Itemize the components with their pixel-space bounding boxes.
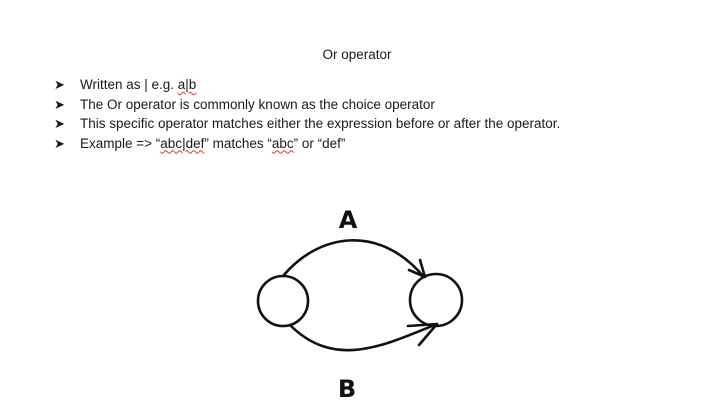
- transition-b-arrowhead: [406, 322, 439, 347]
- transition-a-label: A: [339, 206, 358, 234]
- start-state-circle: [256, 274, 310, 328]
- page-title: Or operator: [322, 47, 392, 62]
- arrowhead-bullet-icon: ➤: [54, 135, 65, 151]
- transition-b-label: B: [338, 375, 356, 403]
- transition-a-arrowhead: [407, 258, 427, 279]
- misspelled-word: abc: [271, 135, 294, 151]
- arrowhead-bullet-icon: ➤: [54, 116, 65, 131]
- misspelled-word: a|b: [177, 77, 197, 92]
- bullet-item: ➤ This specific operator matches either …: [54, 114, 560, 134]
- bullet-text: Written as | e.g.: [80, 77, 178, 92]
- bullet-text: The Or operator is commonly known as the…: [80, 96, 435, 112]
- bullet-item: ➤ The Or operator is commonly known as t…: [54, 95, 560, 115]
- bullet-text: ” matches “: [204, 135, 272, 151]
- arrowhead-bullet-icon: ➤: [54, 77, 65, 92]
- misspelled-word: abc|def: [160, 135, 205, 151]
- bullet-list: ➤ Written as | e.g. a|b ➤ The Or operato…: [54, 75, 560, 153]
- bullet-item: ➤ Written as | e.g. a|b: [54, 75, 560, 95]
- transition-b-arrow: [288, 322, 439, 352]
- transition-a-arrow: [281, 239, 425, 278]
- end-state-circle: [408, 272, 464, 328]
- bullet-text: Example => “: [80, 135, 161, 151]
- bullet-text: This specific operator matches either th…: [80, 116, 561, 131]
- arrowhead-bullet-icon: ➤: [54, 96, 65, 112]
- bullet-item: ➤ Example => “abc|def” matches “abc” or …: [54, 134, 560, 154]
- bullet-text: ” or “def”: [293, 135, 346, 151]
